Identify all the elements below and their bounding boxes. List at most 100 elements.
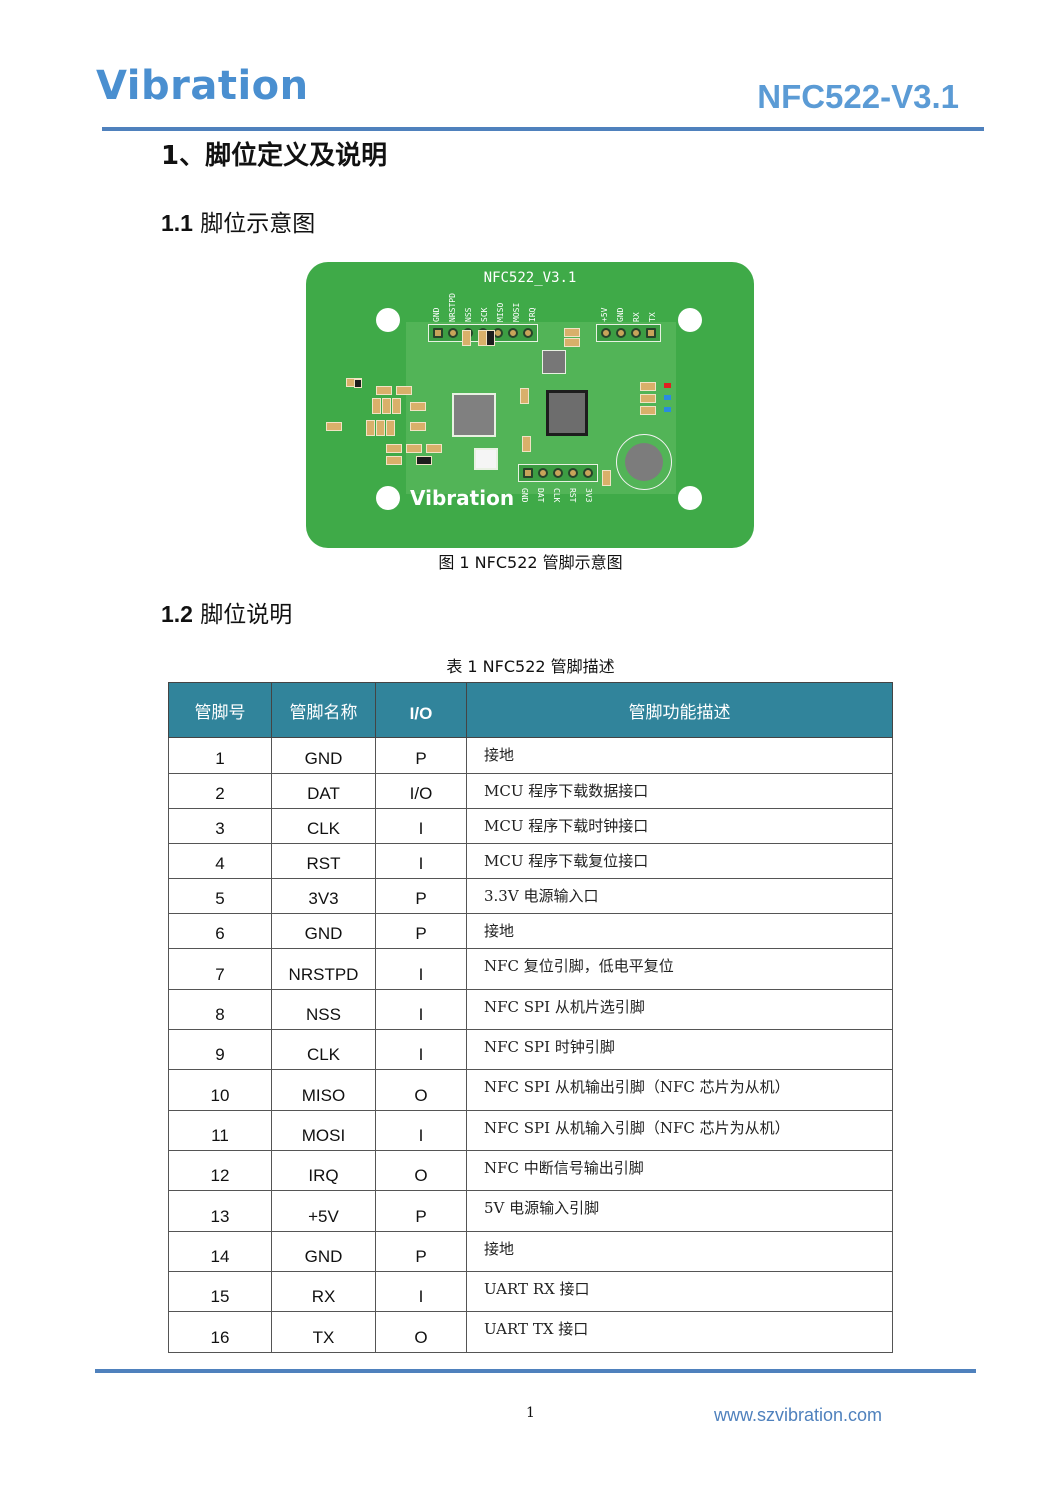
- pin-name-cell: GND: [271, 913, 376, 949]
- description-cell: MCU 程序下载数据接口: [466, 773, 893, 809]
- mount-hole: [376, 486, 400, 510]
- pin-name-cell: TX: [271, 1311, 376, 1353]
- pin-number-cell: 12: [168, 1150, 272, 1191]
- mcu-chip: [546, 390, 588, 436]
- pin-name-cell: NSS: [271, 989, 376, 1030]
- smd-component: [410, 422, 426, 431]
- pin-number-cell: 11: [168, 1110, 272, 1151]
- pin-number-cell: 13: [168, 1190, 272, 1232]
- pin-label: SCK: [480, 307, 489, 322]
- io-cell: I: [375, 1110, 467, 1151]
- footer-divider: [95, 1369, 976, 1373]
- pin-number-cell: 6: [168, 913, 272, 949]
- nfc-chip: [452, 393, 496, 437]
- smd-component: [486, 330, 495, 346]
- description-cell: NFC SPI 时钟引脚: [466, 1029, 893, 1070]
- pin-number-cell: 4: [168, 843, 272, 879]
- pin-name-cell: CLK: [271, 808, 376, 844]
- table-header-row: 管脚号 管脚名称 I/O 管脚功能描述: [168, 682, 893, 738]
- pin-name-cell: MOSI: [271, 1110, 376, 1151]
- description-cell: UART TX 接口: [466, 1311, 893, 1353]
- pin-number-cell: 10: [168, 1069, 272, 1111]
- pin-name-cell: NRSTPD: [271, 948, 376, 990]
- pin-number-cell: 14: [168, 1231, 272, 1272]
- top-right-pin-labels: +5V GND RX TX: [600, 300, 659, 322]
- description-cell: NFC SPI 从机输出引脚（NFC 芯片为从机）: [466, 1069, 893, 1111]
- description-cell: NFC SPI 从机输入引脚（NFC 芯片为从机）: [466, 1110, 893, 1151]
- pin-name-cell: GND: [271, 1231, 376, 1272]
- bottom-pin-labels: GND DAT CLK RST 3V3: [518, 488, 593, 514]
- pin-label: RX: [632, 312, 641, 322]
- io-cell: O: [375, 1311, 467, 1353]
- status-led-red: [664, 383, 671, 388]
- io-cell: I: [375, 989, 467, 1030]
- smd-component: [366, 420, 375, 436]
- status-led-blue: [664, 407, 671, 412]
- io-cell: I/O: [375, 773, 467, 809]
- bottom-pin-header: [518, 464, 598, 482]
- pin-label: +5V: [600, 307, 609, 322]
- smd-component: [640, 394, 656, 403]
- subsection-label: 脚位说明: [192, 602, 293, 628]
- mount-hole: [376, 308, 400, 332]
- status-led-blue: [664, 395, 671, 400]
- smd-component: [372, 398, 381, 414]
- smd-component: [640, 406, 656, 415]
- pin-label: NRSTPD: [448, 293, 457, 322]
- description-cell: NFC 复位引脚，低电平复位: [466, 948, 893, 990]
- description-cell: 3.3V 电源输入口: [466, 878, 893, 914]
- pin-name-cell: +5V: [271, 1190, 376, 1232]
- subsection-number: 1.2: [161, 601, 193, 627]
- smd-component: [376, 420, 385, 436]
- pin-name-cell: RST: [271, 843, 376, 879]
- smd-component: [392, 398, 401, 414]
- page-number: 1: [526, 1405, 535, 1421]
- smd-component: [564, 338, 580, 347]
- pin-label: NSS: [464, 307, 473, 322]
- smd-component: [410, 402, 426, 411]
- column-header-pin-number: 管脚号: [168, 682, 272, 738]
- pin-label: RST: [568, 488, 577, 503]
- description-cell: NFC 中断信号输出引脚: [466, 1150, 893, 1191]
- io-cell: I: [375, 1029, 467, 1070]
- smd-component: [386, 444, 402, 453]
- io-cell: P: [375, 878, 467, 914]
- pin-name-cell: CLK: [271, 1029, 376, 1070]
- website-link[interactable]: www.szvibration.com: [714, 1405, 883, 1425]
- pin-name-cell: IRQ: [271, 1150, 376, 1191]
- crystal: [474, 448, 498, 470]
- column-header-io: I/O: [375, 682, 467, 738]
- smd-component: [520, 388, 529, 404]
- top-right-pin-header: [596, 324, 661, 342]
- smd-component: [406, 444, 422, 453]
- io-cell: P: [375, 1231, 467, 1272]
- io-cell: P: [375, 737, 467, 774]
- column-header-pin-name: 管脚名称: [271, 682, 376, 738]
- subsection-number: 1.1: [161, 210, 193, 236]
- pin-label: CLK: [552, 488, 561, 503]
- pin-number-cell: 16: [168, 1311, 272, 1353]
- document-id: NFC522-V3.1: [757, 78, 959, 115]
- header-divider: [102, 127, 984, 131]
- smd-component: [640, 382, 656, 391]
- pin-name-cell: DAT: [271, 773, 376, 809]
- description-cell: 5V 电源输入引脚: [466, 1190, 893, 1232]
- description-cell: 接地: [466, 737, 893, 774]
- io-cell: P: [375, 913, 467, 949]
- pin-number-cell: 7: [168, 948, 272, 990]
- io-cell: I: [375, 843, 467, 879]
- smd-component: [522, 436, 531, 452]
- pcb-pin-diagram: NFC522_V3.1 GND NRSTPD NSS SCK MISO MOSI…: [306, 262, 754, 548]
- board-label: NFC522_V3.1: [483, 270, 577, 286]
- regulator-chip: [542, 350, 566, 374]
